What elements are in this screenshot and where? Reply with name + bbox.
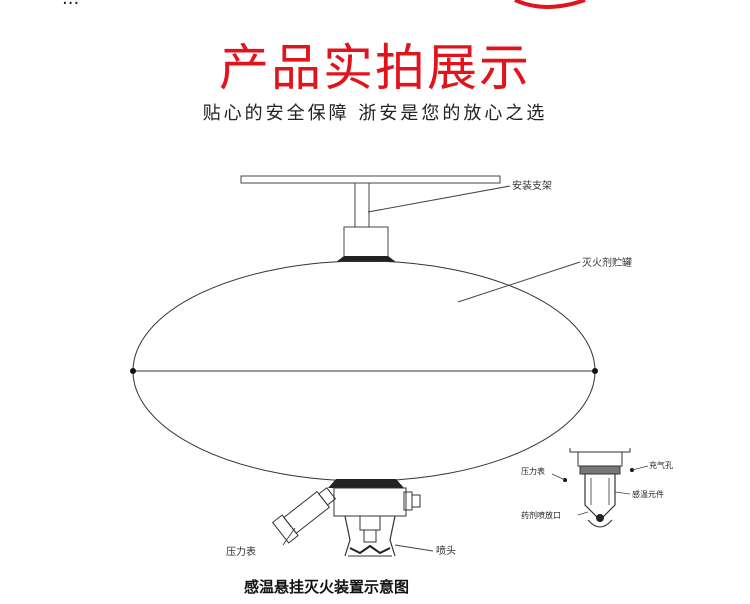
tank-neck [343, 226, 389, 262]
bottom-collar [328, 479, 404, 488]
tank-collar [336, 256, 396, 262]
gauge-label: 压力表 [226, 545, 256, 558]
mount-plate [240, 175, 501, 184]
pressure-gauge [271, 487, 337, 544]
seam-right-dot [592, 368, 598, 374]
cropped-header-text: ... [62, 0, 79, 9]
valve-body [333, 487, 407, 517]
nozzle-label: 喷头 [436, 545, 456, 557]
detail-gauge-label: 压力表 [521, 466, 545, 476]
detail-heat-element-label: 感温元件 [632, 489, 664, 499]
page-title: 产品实拍展示 [219, 39, 531, 97]
sprinkler-deflector [349, 544, 391, 555]
tank-label: 灭火剂贮罐 [582, 256, 632, 269]
detail-outlet-label: 药剂喷放口 [521, 510, 561, 520]
tank-leader [457, 261, 581, 303]
bracket-label: 安装支架 [512, 179, 552, 192]
gauge-leader [282, 527, 296, 546]
diagram-caption: 感温悬挂灭火装置示意图 [244, 578, 409, 596]
sprinkler-frame [344, 515, 396, 557]
detail-inset: 压力表 充气孔 感温元件 药剂喷放口 [521, 448, 673, 528]
detail-fill-hole-label: 充气孔 [649, 460, 673, 470]
bracket-leader [367, 185, 511, 213]
seam-left-dot [130, 368, 136, 374]
red-arc-decoration [514, 0, 586, 9]
nozzle-leader [394, 544, 434, 552]
page-subtitle: 贴心的安全保障 浙安是您的放心之选 [202, 103, 548, 124]
mount-stem [354, 182, 370, 228]
